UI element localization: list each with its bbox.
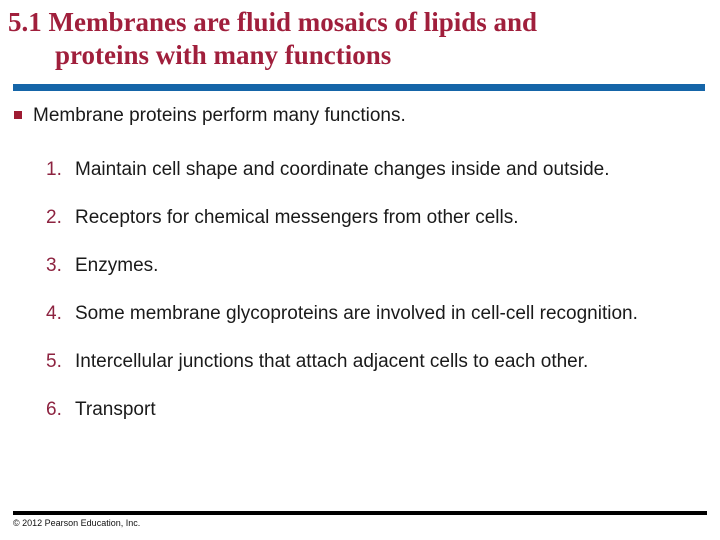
list-item: 2. Receptors for chemical messengers fro…	[0, 204, 720, 232]
list-item-number: 2.	[46, 207, 62, 228]
list-item-number: 6.	[46, 399, 62, 420]
list-item: 5. Intercellular junctions that attach a…	[0, 348, 720, 376]
list-item: 3. Enzymes.	[0, 252, 720, 280]
list-item: 1. Maintain cell shape and coordinate ch…	[0, 156, 720, 184]
slide-title: 5.1 Membranes are fluid mosaics of lipid…	[8, 6, 708, 72]
slide-title-line2: proteins with many functions	[55, 40, 392, 70]
list-item-text: Intercellular junctions that attach adja…	[75, 351, 589, 372]
list-item-text: Transport	[75, 399, 156, 420]
list-item-number: 4.	[46, 303, 62, 324]
list-item-number: 1.	[46, 159, 62, 180]
copyright-footer: © 2012 Pearson Education, Inc.	[13, 518, 141, 528]
list-item-number: 5.	[46, 351, 62, 372]
list-item-text: Maintain cell shape and coordinate chang…	[75, 159, 610, 180]
list-item-number: 3.	[46, 255, 62, 276]
title-divider-bar	[13, 84, 705, 91]
slide-title-line1: 5.1 Membranes are fluid mosaics of lipid…	[8, 7, 538, 37]
list-item: 4. Some membrane glycoproteins are invol…	[0, 300, 720, 328]
lead-bullet-text: Membrane proteins perform many functions…	[33, 105, 406, 126]
list-item-text: Some membrane glycoproteins are involved…	[75, 303, 638, 324]
list-item: 6. Transport	[0, 396, 720, 424]
footer-rule	[13, 511, 707, 515]
lead-bullet-row: Membrane proteins perform many functions…	[14, 103, 406, 129]
list-item-text: Receptors for chemical messengers from o…	[75, 207, 519, 228]
square-bullet-icon	[14, 111, 22, 119]
list-item-text: Enzymes.	[75, 255, 159, 276]
numbered-list: 1. Maintain cell shape and coordinate ch…	[0, 156, 720, 444]
